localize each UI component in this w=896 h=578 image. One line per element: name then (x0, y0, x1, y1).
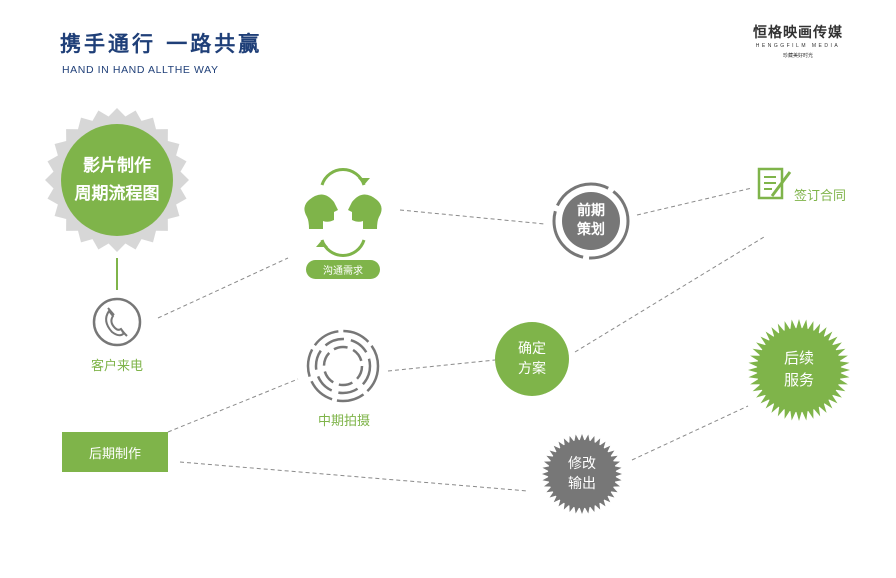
badge-core (61, 124, 173, 236)
revise-badge (542, 434, 622, 514)
preplan-label: 前期 策划 (563, 199, 619, 243)
connector-preplan-contract (636, 187, 753, 216)
center-title: 影片制作 周期流程图 (61, 150, 173, 210)
connector-confirm-shoot (387, 359, 496, 372)
confirm-label: 确定 方案 (496, 338, 568, 380)
confirm-line2: 方案 (518, 361, 546, 377)
revise-line1: 修改 (568, 456, 596, 472)
phone-icon (92, 297, 142, 347)
post-production-box (62, 432, 168, 472)
shooting-icon (306, 329, 380, 403)
shooting-label: 中期拍摄 (317, 414, 370, 429)
brand-name-en: HENGGFILM MEDIA (755, 43, 841, 49)
service-line2: 服务 (783, 371, 814, 389)
center-badge (45, 108, 189, 252)
brand-slogan: 珍藏美好时光 (782, 53, 813, 59)
connector-call-communicate (157, 257, 289, 319)
post-production-label: 后期制作 (88, 446, 141, 462)
page-subtitle: HAND IN HAND ALLTHE WAY (62, 64, 219, 76)
contract-label: 签订合同 (794, 189, 847, 204)
page-title: 携手通行 一路共赢 (60, 32, 263, 56)
brand-name: 恒格映画传媒 (753, 25, 843, 41)
service-badge (748, 319, 850, 421)
communicate-pill (306, 260, 380, 279)
dashed-connectors (157, 187, 765, 492)
center-title-line2: 周期流程图 (74, 184, 160, 204)
confirm-circle (495, 322, 569, 396)
preplan-line1: 前期 (577, 203, 605, 219)
service-core (757, 328, 841, 412)
revise-line2: 输出 (568, 476, 596, 492)
connector-communicate-preplan (399, 209, 546, 225)
service-label: 后续 服务 (759, 346, 839, 392)
communicate-label: 沟通需求 (323, 266, 363, 277)
preplan-line2: 策划 (577, 222, 605, 238)
center-title-line1: 影片制作 (83, 156, 151, 176)
customer-call-label: 客户来电 (90, 359, 143, 374)
communicate-icon (304, 168, 382, 257)
connector-revise-service (631, 405, 749, 461)
revise-label: 修改 输出 (548, 453, 616, 495)
service-line1: 后续 (783, 349, 814, 367)
confirm-line1: 确定 (518, 341, 546, 357)
revise-core (548, 440, 616, 508)
connector-post-revise (179, 461, 529, 492)
connector-contract-confirm (574, 236, 765, 353)
preplan-badge (552, 182, 630, 260)
connector-shoot-post (167, 378, 299, 433)
brand-logo: 恒格映画传媒 HENGGFILM MEDIA 珍藏美好时光 (748, 22, 848, 59)
contract-icon (757, 167, 792, 200)
